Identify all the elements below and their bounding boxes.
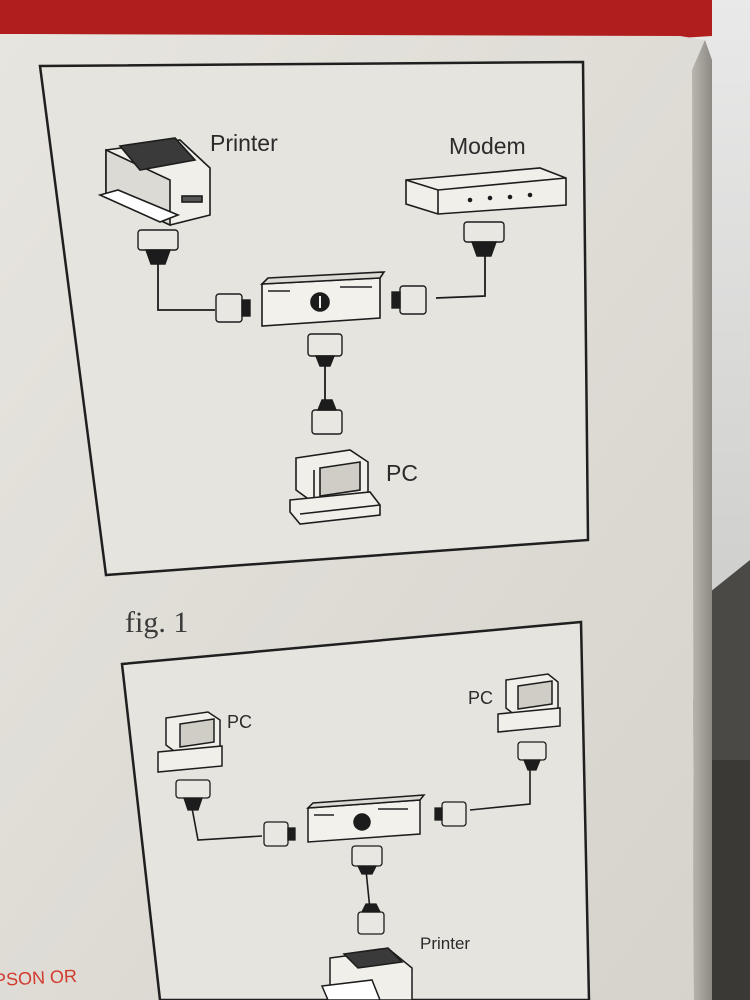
pc-label-left: PC [227, 712, 253, 732]
pc-right-icon [497, 673, 561, 733]
printer-label-bottom: Printer [420, 934, 471, 953]
cables-top [157, 250, 486, 405]
box-red-top [0, 0, 712, 38]
switch-box-fineprint [268, 286, 408, 816]
pc-label-top: PC [386, 460, 418, 486]
pc-left-icon [157, 711, 223, 773]
background-dark-corner [700, 560, 750, 760]
switch-box-bottom [306, 794, 426, 843]
cables-bottom [191, 770, 531, 911]
modem-icon [405, 167, 567, 215]
printer-bottom-icon [320, 947, 413, 1000]
printer-top-icon [97, 137, 211, 227]
connectors-top [137, 221, 505, 435]
modem-label: Modem [449, 133, 526, 159]
printer-label-top: Printer [210, 130, 278, 156]
figure-caption: fig. 1 [125, 606, 189, 639]
pc-top-icon [289, 449, 381, 525]
pc-label-right: PC [468, 688, 494, 708]
switch-box-top [259, 271, 386, 327]
box-side [692, 40, 712, 1000]
connectors-bottom [175, 741, 547, 935]
